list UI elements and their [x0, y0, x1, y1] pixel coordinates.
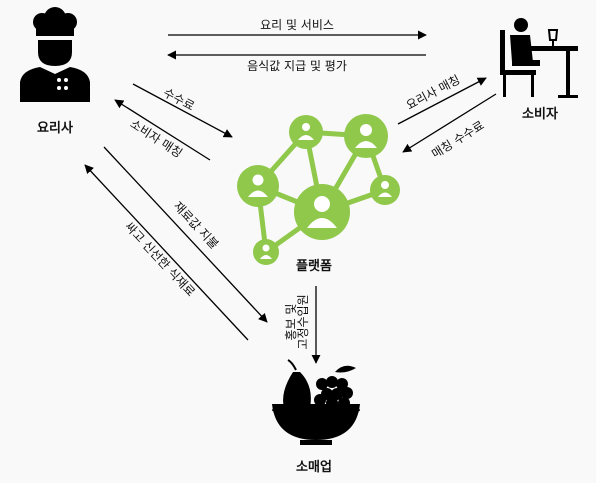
fruit-bowl-icon: [272, 359, 360, 445]
edge-label-platform-to-retailer-line1: 홍보 및: [284, 304, 298, 341]
platform-label: 플랫폼: [296, 258, 332, 274]
chef-icon: [20, 7, 90, 102]
arrow-chef-to-retailer: [103, 146, 268, 323]
edge-label-retailer-to-chef: 싸고 신선한 식재료: [122, 219, 198, 299]
network-icon: [237, 114, 400, 265]
arrow-retailer-to-chef: [84, 164, 249, 341]
arrow-platform-to-chef: [114, 99, 211, 161]
consumer-label: 소비자: [522, 107, 558, 122]
arrow-chef-to-platform: [132, 83, 233, 138]
arrow-platform-to-consumer: [397, 77, 487, 125]
chef-label: 요리사: [37, 120, 73, 136]
diner-icon: [500, 18, 578, 98]
arrow-consumer-to-platform: [402, 93, 497, 153]
edge-label-chef-to-retailer: 재료값 지불: [171, 199, 221, 252]
edge-label-consumer-to-platform: 매칭 수수료: [429, 118, 486, 161]
edge-label-platform-to-retailer-line2: 고정수입원: [296, 294, 310, 349]
edge-label-chef-to-consumer: 요리 및 서비스: [260, 18, 334, 32]
edge-label-platform-to-consumer: 요리사 매칭: [404, 72, 463, 112]
edge-label-consumer-to-chef: 음식값 지급 및 평가: [247, 59, 347, 73]
retailer-label: 소매업: [296, 460, 332, 475]
